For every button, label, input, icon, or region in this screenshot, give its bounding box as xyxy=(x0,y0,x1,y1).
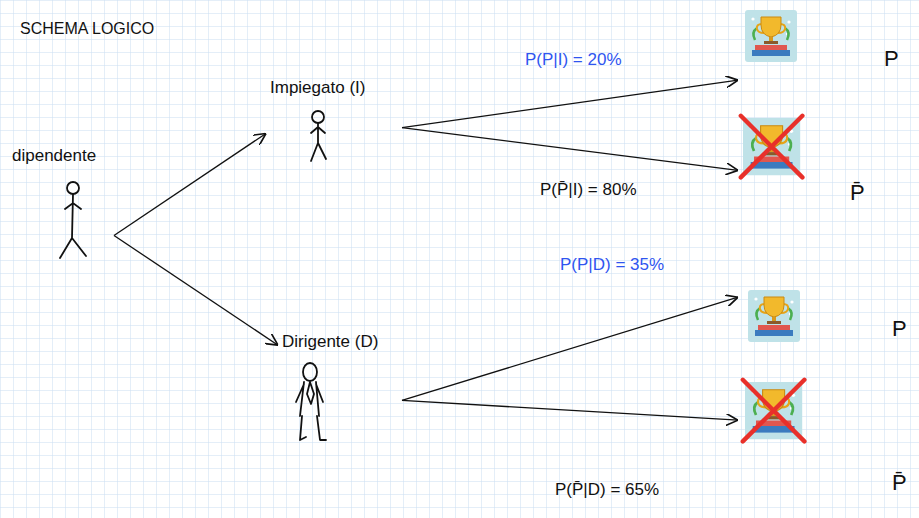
arrow-connector xyxy=(114,235,278,345)
prize-node: P xyxy=(738,6,908,84)
outcome-letter: P̄ xyxy=(850,180,865,205)
outcome-letter: P̄ xyxy=(892,470,907,495)
manager-figure xyxy=(296,363,326,440)
clerk-figure xyxy=(311,111,326,161)
employee-figure xyxy=(60,182,86,258)
arrow-connector xyxy=(402,400,738,420)
probability-label: P(P̄|I) = 80% xyxy=(540,180,637,200)
role-label: Dirigente (D) xyxy=(282,332,378,352)
manager-node: Dirigente (D) xyxy=(278,326,402,446)
role-label: dipendente xyxy=(12,146,96,166)
prize-node: P xyxy=(738,284,916,350)
probability-label: P(P|D) = 35% xyxy=(560,255,664,275)
arrow-connector xyxy=(402,128,738,171)
probability-label: P(P|I) = 20% xyxy=(525,50,622,70)
probability-label: P(P̄|D) = 65% xyxy=(555,480,659,500)
diagram-title: SCHEMA LOGICO xyxy=(20,20,154,38)
outcome-letter: P xyxy=(892,316,907,341)
trophy-icon xyxy=(745,10,797,62)
arrow-connector xyxy=(402,297,738,400)
employee-node: dipendente xyxy=(8,140,114,264)
crossed-trophy-icon xyxy=(743,380,805,442)
role-label: Impiegato (I) xyxy=(270,78,365,98)
clerk-node: Impiegato (I) xyxy=(266,72,402,168)
no-prize-node: P̄ xyxy=(738,112,908,209)
no-prize-node: P̄ xyxy=(738,376,916,506)
arrow-connector xyxy=(402,80,738,128)
crossed-trophy-icon xyxy=(741,116,803,178)
arrow-connector xyxy=(114,133,266,235)
outcome-letter: P xyxy=(884,46,899,71)
trophy-icon xyxy=(748,290,800,342)
